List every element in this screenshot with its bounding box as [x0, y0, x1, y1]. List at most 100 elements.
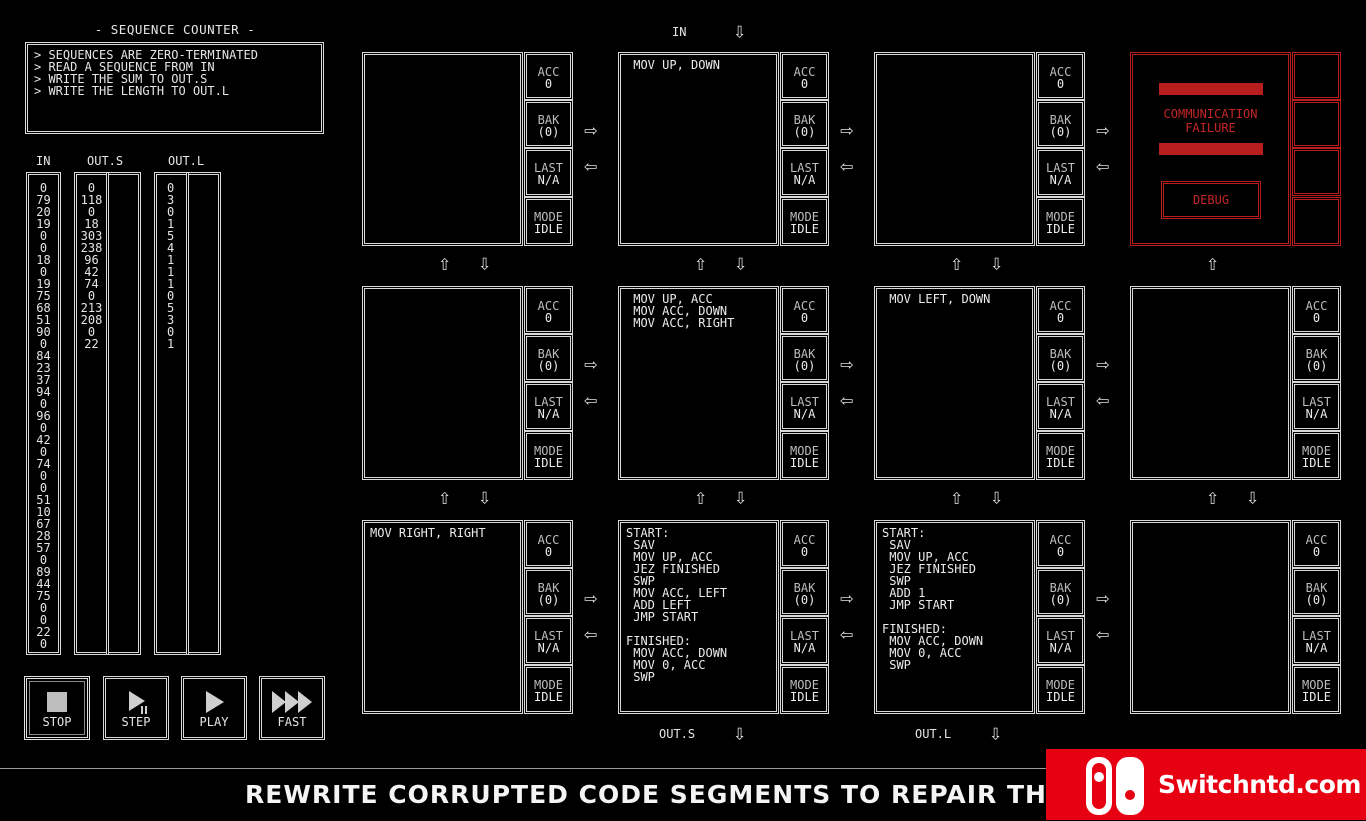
arrow-right-icon: ⇨ — [1096, 352, 1110, 377]
arrow-down-icon: ⇩ — [989, 721, 1003, 746]
communication-failure-text: COMMUNICATION FAILURE — [1163, 107, 1258, 135]
arrow-left-icon: ⇦ — [584, 622, 598, 647]
bak-register: BAK(0) — [1292, 334, 1341, 382]
bak-register: BAK(0) — [1036, 568, 1085, 616]
step-icon — [106, 689, 166, 715]
out-s-stream-header: OUT.S — [87, 154, 124, 168]
arrow-right-icon: ⇨ — [1096, 586, 1110, 611]
out-s-expected-list[interactable]: 0 118 0 18 303 238 96 42 74 0 213 208 0 … — [74, 172, 109, 655]
corrupted-register — [1292, 100, 1341, 148]
in-stream-list[interactable]: 0 79 20 19 0 0 18 0 19 75 68 51 90 0 84 … — [26, 172, 61, 655]
arrow-left-icon: ⇦ — [840, 622, 854, 647]
fast-forward-icon — [262, 689, 322, 715]
in-stream-values: 0 79 20 19 0 0 18 0 19 75 68 51 90 0 84 … — [36, 181, 51, 651]
node-code-editor[interactable]: START: SAV MOV UP, ACC JEZ FINISHED SWP … — [874, 520, 1035, 714]
node-code-editor[interactable] — [1130, 286, 1291, 480]
out-s-port-label: OUT.S — [659, 727, 696, 741]
node-code-editor[interactable] — [362, 286, 523, 480]
out-l-port-label: OUT.L — [915, 727, 952, 741]
execution-node[interactable]: START: SAV MOV UP, ACC JEZ FINISHED SWP … — [618, 520, 829, 714]
stop-button[interactable]: STOP — [24, 676, 90, 740]
fast-button[interactable]: FAST — [259, 676, 325, 740]
node-code-editor[interactable] — [874, 52, 1035, 246]
arrow-right-icon: ⇨ — [584, 352, 598, 377]
bak-register: BAK(0) — [1036, 334, 1085, 382]
arrow-down-icon: ⇩ — [478, 485, 492, 510]
arrow-up-icon: ⇧ — [694, 251, 708, 276]
arrow-up-icon: ⇧ — [1206, 251, 1220, 276]
node-code-editor[interactable]: MOV UP, ACC MOV ACC, DOWN MOV ACC, RIGHT — [618, 286, 779, 480]
bak-register: BAK(0) — [1036, 100, 1085, 148]
out-l-expected-list[interactable]: 0 3 0 1 5 4 1 1 1 0 5 3 0 1 — [154, 172, 189, 655]
fast-label: FAST — [277, 715, 307, 729]
node-code-editor[interactable] — [362, 52, 523, 246]
description-line: > WRITE THE SUM TO OUT.S — [34, 72, 208, 86]
arrow-left-icon: ⇦ — [840, 388, 854, 413]
bak-register: BAK(0) — [780, 568, 829, 616]
arrow-up-icon: ⇧ — [438, 485, 452, 510]
debug-button[interactable]: DEBUG — [1161, 181, 1261, 219]
node-code-editor[interactable]: MOV UP, DOWN — [618, 52, 779, 246]
arrow-right-icon: ⇨ — [584, 586, 598, 611]
arrow-up-icon: ⇧ — [1206, 485, 1220, 510]
execution-node[interactable]: START: SAV MOV UP, ACC JEZ FINISHED SWP … — [874, 520, 1085, 714]
arrow-left-icon: ⇦ — [840, 154, 854, 179]
bak-register: BAK(0) — [780, 334, 829, 382]
out-l-actual-list[interactable] — [186, 172, 221, 655]
node-code-editor[interactable] — [1130, 520, 1291, 714]
bak-register: BAK(0) — [524, 100, 573, 148]
bak-register: BAK(0) — [1292, 568, 1341, 616]
play-icon — [184, 689, 244, 715]
node-code-editor[interactable]: MOV LEFT, DOWN — [874, 286, 1035, 480]
execution-node[interactable]: MOV UP, ACC MOV ACC, DOWN MOV ACC, RIGHT… — [618, 286, 829, 480]
step-button[interactable]: STEP — [103, 676, 169, 740]
arrow-down-icon: ⇩ — [1246, 485, 1260, 510]
arrow-left-icon: ⇦ — [1096, 154, 1110, 179]
description-line: > READ A SEQUENCE FROM IN — [34, 60, 215, 74]
node-code-editor[interactable]: MOV RIGHT, RIGHT — [362, 520, 523, 714]
puzzle-title: - SEQUENCE COUNTER - — [94, 22, 256, 37]
play-label: PLAY — [199, 715, 229, 729]
step-label: STEP — [121, 715, 151, 729]
play-button[interactable]: PLAY — [181, 676, 247, 740]
watermark-text: Switchntd.com — [1158, 770, 1361, 799]
bak-register: BAK(0) — [780, 100, 829, 148]
node-code-editor[interactable]: START: SAV MOV UP, ACC JEZ FINISHED SWP … — [618, 520, 779, 714]
arrow-right-icon: ⇨ — [840, 586, 854, 611]
in-stream-header: IN — [36, 154, 51, 168]
out-s-actual-list[interactable] — [106, 172, 141, 655]
hint-banner: REWRITE CORRUPTED CODE SEGMENTS TO REPAI… — [245, 780, 1123, 809]
corrupted-node: COMMUNICATION FAILURE DEBUG — [1130, 52, 1341, 246]
bak-register: BAK(0) — [524, 568, 573, 616]
stop-icon — [27, 689, 87, 715]
arrow-left-icon: ⇦ — [1096, 622, 1110, 647]
out-s-expected-values: 0 118 0 18 303 238 96 42 74 0 213 208 0 … — [80, 181, 103, 351]
arrow-up-icon: ⇧ — [438, 251, 452, 276]
